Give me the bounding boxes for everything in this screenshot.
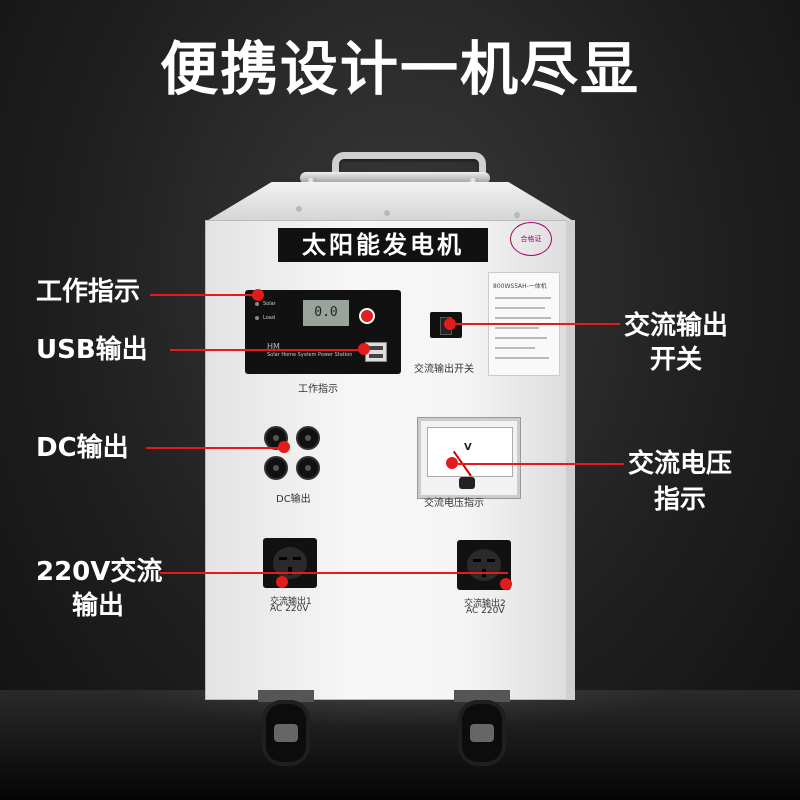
socket-hole [487, 559, 495, 562]
dc-port[interactable] [264, 426, 288, 450]
wheel-hub [470, 724, 494, 742]
callout-220v-line2: 输出 [71, 591, 124, 621]
callout-dot [500, 578, 512, 590]
controller-button[interactable] [359, 308, 375, 324]
dc-port[interactable] [296, 426, 320, 450]
nameplate-line [495, 337, 547, 339]
dc-port[interactable] [296, 456, 320, 480]
voltmeter-face: V [427, 427, 513, 477]
cabinet-top [205, 182, 575, 222]
floor [0, 690, 800, 800]
callout-dot [276, 576, 288, 588]
caster-wheel [458, 700, 506, 766]
callout-work-indicator: 工作指示 [36, 277, 141, 307]
wheel-hub [274, 724, 298, 742]
indicator-panel-label: 工作指示 [298, 384, 338, 395]
product-title-plate: 太阳能发电机 [278, 228, 488, 262]
wheel-bracket [454, 690, 510, 702]
nameplate-line [495, 347, 535, 349]
callout-dot [358, 343, 370, 355]
socket-hole [279, 557, 287, 560]
socket-1-label: 交流输出1 [270, 597, 312, 607]
callout-ac-voltage-line2: 指示 [653, 485, 706, 515]
switch-panel-label: 交流输出开关 [414, 364, 474, 375]
handle-bar [300, 172, 490, 184]
callout-dot [444, 318, 456, 330]
voltmeter-knob [459, 477, 475, 489]
callout-dot [446, 457, 458, 469]
cabinet-side [566, 220, 575, 700]
voltmeter-panel-label: 交流电压指示 [424, 498, 484, 509]
screw [384, 210, 390, 216]
nameplate-line [495, 357, 549, 359]
usb-slot [369, 354, 383, 358]
solar-controller: Solar Load 0.0 HM Solar Home System Powe… [245, 290, 401, 374]
callout-line [448, 323, 620, 325]
caster-wheel [262, 700, 310, 766]
callout-line [458, 463, 624, 465]
callout-line [150, 294, 258, 296]
screw [514, 212, 520, 218]
socket-hole [288, 567, 292, 575]
socket-hole [473, 559, 481, 562]
callout-ac-switch-line1: 交流输出 [623, 311, 728, 341]
callout-220v-line1: 220V交流 [36, 557, 163, 587]
socket-2-label: 交流输出2 [464, 599, 506, 609]
controller-subtitle: Solar Home System Power Station [267, 352, 353, 358]
controller-brand: HM [267, 342, 280, 351]
dc-port[interactable] [264, 456, 288, 480]
usb-slot [369, 346, 383, 350]
nameplate-title: 800WS5AH-一体机 [493, 283, 547, 290]
headline: 便携设计一机尽显 [159, 35, 640, 103]
nameplate-line [495, 307, 545, 309]
socket-2-spec: AC 220V [466, 606, 505, 616]
callout-usb-output: USB输出 [36, 335, 148, 365]
callout-dot [252, 289, 264, 301]
wheel-bracket [258, 690, 314, 702]
nameplate-line [495, 297, 551, 299]
callout-line [170, 349, 366, 351]
callout-dc-output: DC输出 [36, 433, 129, 463]
nameplate-line [495, 327, 539, 329]
dc-panel-label: DC输出 [276, 494, 311, 505]
callout-line [146, 447, 286, 449]
callout-line [160, 572, 508, 574]
socket-face [467, 549, 501, 581]
callout-dot [278, 441, 290, 453]
ac-socket-2[interactable] [457, 540, 511, 590]
certification-badge: 合格证 [510, 222, 552, 256]
solar-led-icon [255, 302, 259, 306]
usb-port[interactable] [365, 342, 387, 362]
callout-ac-switch-line2: 开关 [649, 345, 702, 375]
nameplate-line [495, 317, 551, 319]
socket-hole [293, 557, 301, 560]
lcd-display: 0.0 [303, 300, 349, 326]
load-label: Load [263, 315, 275, 321]
socket-face [273, 547, 307, 579]
socket-1-spec: AC 220V [270, 604, 309, 614]
ac-voltmeter: V [418, 418, 520, 498]
load-led-icon [255, 316, 259, 320]
voltmeter-unit: V [464, 442, 472, 453]
solar-label: Solar [263, 301, 276, 307]
callout-ac-voltage-line1: 交流电压 [627, 449, 732, 479]
ac-socket-1[interactable] [263, 538, 317, 588]
screw [296, 206, 302, 212]
